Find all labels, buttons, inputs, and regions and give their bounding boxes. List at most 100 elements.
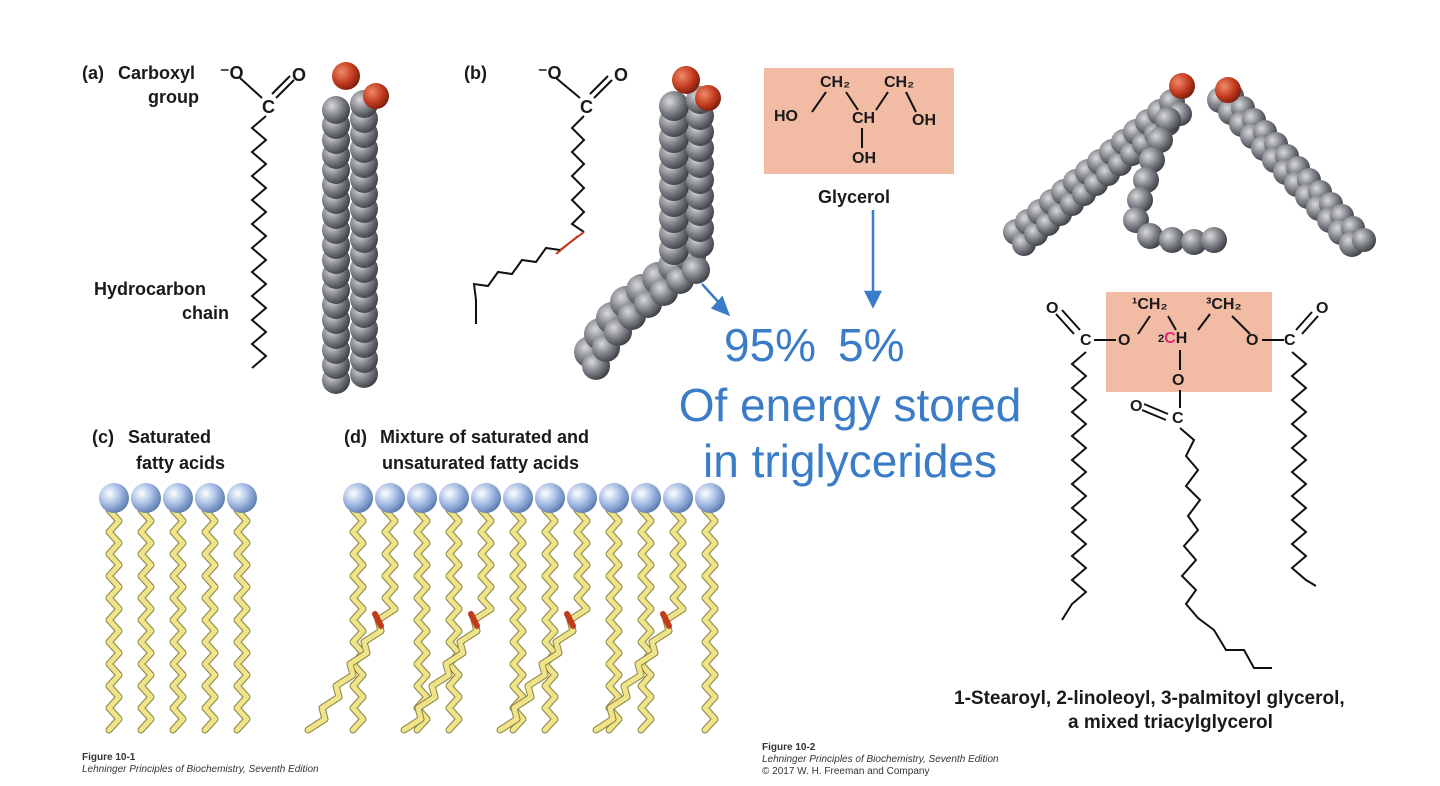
- tg-o-left: O: [1046, 300, 1059, 317]
- figure-10-2-copyright: © 2017 W. H. Freeman and Company: [762, 766, 930, 777]
- mixed-tail: [606, 507, 622, 733]
- tg-c2-num: 2: [1158, 333, 1165, 345]
- space-fill-triglyceride: [1003, 73, 1376, 257]
- saturated-tail: [106, 507, 122, 733]
- carbon-atom: [1147, 127, 1173, 153]
- tg-c2: 2CH: [1158, 328, 1187, 350]
- a-o-minus: ⁻O: [220, 63, 244, 83]
- fatty-acids-label: fatty acids: [136, 453, 226, 473]
- saturated-tail: [234, 507, 250, 733]
- glycerol-ch2-left: CH₂: [820, 74, 851, 91]
- annotation-line-2: in triglycerides: [703, 435, 997, 487]
- cis-double-bond: [660, 611, 672, 629]
- figure-10-1-book: Lehninger Principles of Biochemistry, Se…: [82, 764, 319, 775]
- mixed-tail: [350, 507, 366, 733]
- glycerol-bonds: [811, 91, 917, 148]
- glycerol-ho: HO: [774, 108, 798, 125]
- figure-10-2-caption: Figure 10-2 Lehninger Principles of Bioc…: [762, 742, 999, 778]
- tg-c2-carbon: C: [1164, 330, 1176, 347]
- percent-95: 95%: [724, 319, 817, 371]
- triglyceride-name-1: 1-Stearoyl, 2-linoleoyl, 3-palmitoyl gly…: [954, 688, 1345, 709]
- mixed-tail: [510, 507, 526, 733]
- tg-o-middle: O: [1172, 372, 1185, 389]
- polar-head: [471, 483, 501, 513]
- tg-c-middle: C: [1172, 410, 1184, 427]
- carbon-atom: [1352, 228, 1376, 252]
- oxygen-atom: [672, 66, 700, 94]
- mixed-tail: [446, 507, 462, 733]
- glycerol-box: [764, 68, 954, 174]
- polar-head: [439, 483, 469, 513]
- tg-c1: ¹CH₂: [1132, 296, 1168, 313]
- tg-o-right: O: [1316, 300, 1329, 317]
- saturated-label: Saturated: [128, 427, 212, 447]
- tg-c3: ³CH₂: [1206, 296, 1242, 313]
- figure-10-1-caption: Figure 10-1 Lehninger Principles of Bioc…: [82, 752, 319, 776]
- polar-head: [375, 483, 405, 513]
- oxygen-atom: [1215, 77, 1241, 103]
- triglyceride-box: [1106, 292, 1272, 392]
- oxygen-atom: [332, 62, 360, 90]
- polar-head: [407, 483, 437, 513]
- polar-head: [503, 483, 533, 513]
- carbon-atom: [1127, 187, 1153, 213]
- polar-head: [631, 483, 661, 513]
- a-c: C: [262, 97, 275, 117]
- tg-c-right: C: [1284, 332, 1296, 349]
- carbon-atom: [1155, 107, 1181, 133]
- carbon-atom: [322, 96, 350, 124]
- annotation-line-1: Of energy stored: [678, 379, 1022, 431]
- figure-10-2-title: Figure 10-2: [762, 742, 816, 753]
- mixed-tail: [414, 507, 430, 733]
- polar-head: [535, 483, 565, 513]
- triglyceride-skeletal: [1055, 309, 1319, 669]
- polar-head: [599, 483, 629, 513]
- polar-head: [99, 483, 129, 513]
- carboxyl-label: Carboxyl: [118, 63, 196, 83]
- oxygen-atom: [695, 85, 721, 111]
- glycerol-ch: CH: [852, 110, 876, 127]
- saturated-membrane: [99, 483, 257, 734]
- chain-label: chain: [182, 303, 230, 323]
- mixed-tail: [638, 507, 654, 733]
- mixed-tail: [702, 507, 718, 733]
- cis-double-bond: [564, 611, 576, 629]
- polar-head: [663, 483, 693, 513]
- skeletal-oleate: [472, 75, 613, 324]
- oxygen-atom: [1169, 73, 1195, 99]
- glycerol-oh-bottom: OH: [852, 150, 876, 167]
- panel-d-letter: (d): [344, 427, 367, 447]
- space-fill-stearate: [322, 62, 389, 394]
- polar-head: [131, 483, 161, 513]
- glycerol-ch2-right: CH₂: [884, 74, 915, 91]
- polar-head: [163, 483, 193, 513]
- carbon-atom: [1139, 147, 1165, 173]
- carbon-atom: [1133, 167, 1159, 193]
- carbon-atom: [1201, 227, 1227, 253]
- polar-head: [695, 483, 725, 513]
- saturated-tail: [138, 507, 154, 733]
- glycerol-label: Glycerol: [818, 187, 891, 207]
- polar-head: [227, 483, 257, 513]
- oxygen-atom: [363, 83, 389, 109]
- carbon-atom: [682, 256, 710, 284]
- mixed-tail: [542, 507, 558, 733]
- arrow-glycerol: [863, 210, 883, 309]
- panel-b-letter: (b): [464, 63, 487, 83]
- polar-head: [567, 483, 597, 513]
- tg-o-ester-left: O: [1118, 332, 1131, 349]
- saturated-tail: [202, 507, 218, 733]
- carbon-atom: [1181, 229, 1207, 255]
- group-label: group: [148, 87, 199, 107]
- a-o: O: [292, 65, 307, 85]
- carbon-atom: [1137, 223, 1163, 249]
- triglyceride-name-2: a mixed triacylglycerol: [1068, 712, 1273, 733]
- tg-o-carbonyl: O: [1130, 398, 1143, 415]
- panel-a-letter: (a): [82, 63, 104, 83]
- saturated-tail: [170, 507, 186, 733]
- tg-o-ester-right: O: [1246, 332, 1259, 349]
- figure-10-1-title: Figure 10-1: [82, 752, 136, 763]
- carbon-atom: [659, 91, 689, 121]
- panel-c-letter: (c): [92, 427, 114, 447]
